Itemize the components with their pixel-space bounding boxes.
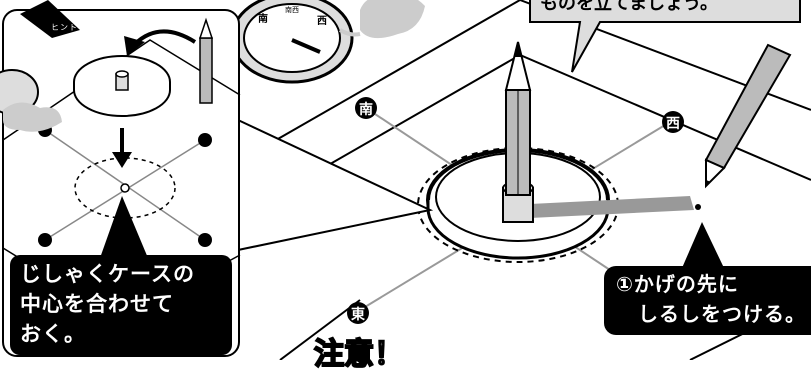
case-label-line: おく。 [20, 319, 222, 349]
shadow-mark-label: ①かげの先に しるしをつける。 [604, 266, 811, 335]
case-label-line: 中心を合わせて [20, 289, 222, 319]
svg-text:南: 南 [258, 12, 268, 25]
inset-case [74, 56, 170, 116]
svg-text:南西: 南西 [285, 5, 299, 14]
shadow-label-line: ①かげの先に [616, 269, 799, 299]
shadow-label-line: しるしをつける。 [616, 299, 799, 329]
magnet-case [418, 148, 694, 262]
shadow-label-pointer [682, 222, 724, 268]
cloud [340, 0, 425, 38]
inset-corner-label: ヒント [51, 22, 78, 33]
standing-pencil [506, 42, 530, 195]
inset-pencil [200, 20, 212, 103]
svg-text:東: 東 [351, 306, 365, 323]
marker-south: 南 [355, 97, 377, 119]
case-label-line: じしゃくケースの [20, 259, 222, 289]
speech-bubble-text: ものを立てましょう。 [540, 0, 690, 15]
case-placement-label: じしゃくケースの 中心を合わせて おく。 [10, 255, 232, 355]
compass-top: 南 南西 西 [232, 0, 352, 82]
svg-text:南: 南 [359, 101, 373, 118]
marker-west: 西 [662, 111, 684, 133]
shadow-tip-mark [695, 204, 701, 210]
warning-heading: 注意！ [314, 340, 404, 370]
svg-text:西: 西 [317, 15, 327, 27]
svg-text:西: 西 [666, 116, 680, 132]
marker-east: 東 [347, 302, 369, 324]
